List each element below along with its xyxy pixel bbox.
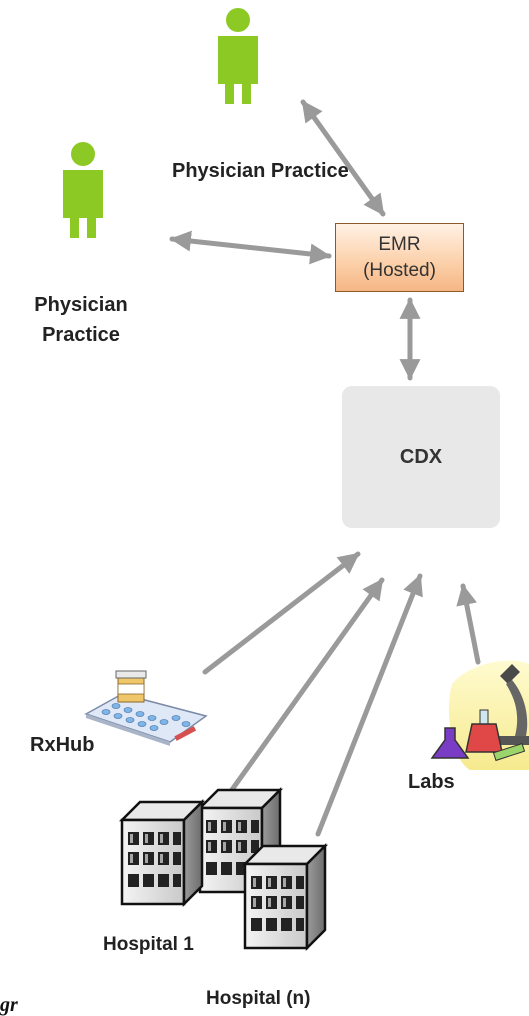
hospital-n-label: Hospital (n) (206, 988, 311, 1009)
building-icon (243, 844, 327, 950)
label-text: Physician Practice (34, 294, 128, 346)
connector-arrows (169, 99, 481, 837)
person-icon (218, 8, 258, 104)
emr-hosted-node: EMR (Hosted) (335, 223, 464, 292)
emr-label: EMR (378, 233, 421, 255)
physician-practice-top-label: Physician Practice (172, 156, 349, 186)
cdx-node: CDX (342, 386, 500, 528)
lab-flask-microscope-icon (430, 660, 529, 770)
label-text: Physician Practice (172, 160, 349, 182)
building-icon (120, 800, 204, 906)
arrow-emr-physician-left (169, 230, 332, 265)
cdx-label: CDX (399, 445, 443, 468)
pill-blister-icon (84, 670, 208, 746)
emr-sublabel: (Hosted) (363, 259, 436, 281)
arrow-emr-physician-top (300, 99, 386, 217)
physician-practice-left-label: Physician Practice (15, 290, 147, 350)
arrow-rxhub-cdx (202, 551, 361, 675)
arrow-hospitaln-cdx (315, 573, 423, 837)
hospital-1-label: Hospital 1 (103, 934, 194, 955)
arrow-labs-cdx (456, 583, 481, 665)
person-icon (63, 142, 103, 238)
rxhub-label: RxHub (30, 734, 95, 756)
labs-label: Labs (408, 771, 455, 793)
arrow-hospital1-cdx (203, 577, 385, 829)
caption-fragment: gr (0, 994, 18, 1016)
